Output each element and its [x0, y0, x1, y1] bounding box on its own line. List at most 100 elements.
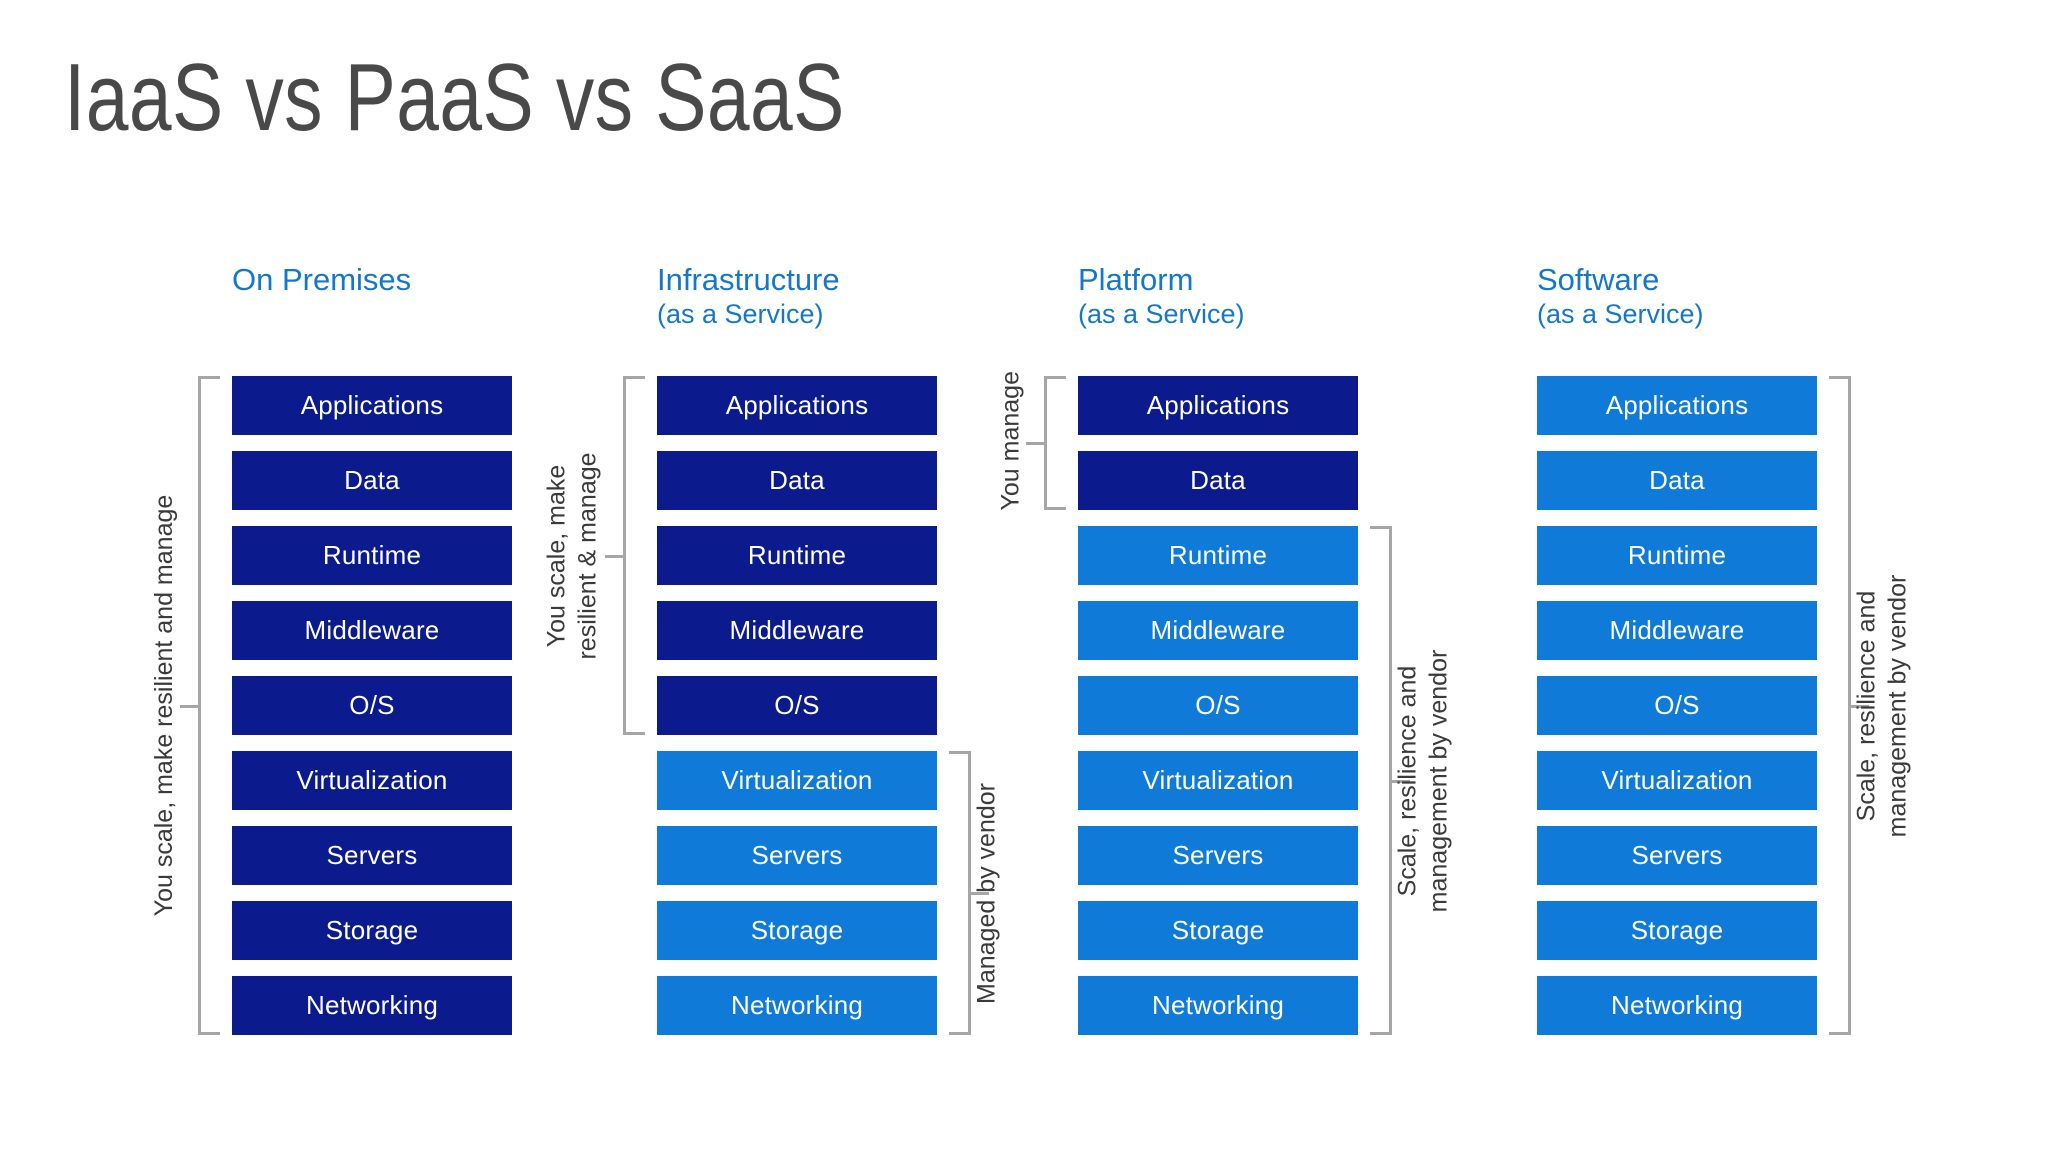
layer-box-on-premises-runtime[interactable]: Runtime [232, 526, 512, 585]
bracket-platform-as-a-service-right [1370, 526, 1410, 1035]
layer-box-software-as-a-service-middleware[interactable]: Middleware [1537, 601, 1817, 660]
column-platform: Platform (as a Service) [1078, 262, 1358, 330]
column-software: Software (as a Service) [1537, 262, 1817, 330]
layer-box-infrastructure-as-a-service-servers[interactable]: Servers [657, 826, 937, 885]
layer-box-on-premises-middleware[interactable]: Middleware [232, 601, 512, 660]
bracket-cap-bottom [1370, 1032, 1392, 1035]
layer-box-software-as-a-service-storage[interactable]: Storage [1537, 901, 1817, 960]
layer-box-platform-as-a-service-applications[interactable]: Applications [1078, 376, 1358, 435]
layer-box-infrastructure-as-a-service-data[interactable]: Data [657, 451, 937, 510]
column-subtitle: (as a Service) [1078, 298, 1245, 329]
bracket-label-line: resilient & manage [573, 451, 602, 660]
bracket-label-line: You manage [996, 370, 1024, 510]
layer-box-on-premises-virtualization[interactable]: Virtualization [232, 751, 512, 810]
bracket-cap-bottom [949, 1032, 971, 1035]
column-header-software: Software (as a Service) [1537, 262, 1817, 330]
bracket-label-line: Managed by vendor [972, 782, 1000, 1004]
bracket-spine [198, 376, 201, 1035]
column-title: On Premises [232, 262, 412, 297]
bracket-tick [180, 704, 198, 708]
layer-box-platform-as-a-service-servers[interactable]: Servers [1078, 826, 1358, 885]
column-title: Software [1537, 262, 1660, 297]
layer-box-infrastructure-as-a-service-virtualization[interactable]: Virtualization [657, 751, 937, 810]
bracket-infrastructure-as-a-service-right [949, 751, 989, 1035]
bracket-spine [1848, 376, 1851, 1035]
bracket-label-line: Scale, resilience and [1393, 665, 1421, 896]
layer-box-software-as-a-service-data[interactable]: Data [1537, 451, 1817, 510]
layer-box-platform-as-a-service-middleware[interactable]: Middleware [1078, 601, 1358, 660]
bracket-tick [1392, 779, 1410, 783]
layer-box-infrastructure-as-a-service-applications[interactable]: Applications [657, 376, 937, 435]
bracket-tick [1851, 704, 1869, 708]
column-subtitle: (as a Service) [657, 298, 824, 329]
bracket-tick [605, 554, 623, 558]
bracket-label-line: management by vendor [1883, 574, 1912, 837]
column-infrastructure: Infrastructure (as a Service) [657, 262, 937, 330]
bracket-platform-as-a-service-left [1026, 376, 1066, 510]
layer-box-infrastructure-as-a-service-o-s[interactable]: O/S [657, 676, 937, 735]
bracket-cap-top [1044, 376, 1066, 379]
bracket-label-line: You scale, make resilient and manage [150, 494, 178, 917]
layer-box-infrastructure-as-a-service-middleware[interactable]: Middleware [657, 601, 937, 660]
layer-box-software-as-a-service-servers[interactable]: Servers [1537, 826, 1817, 885]
layer-box-infrastructure-as-a-service-networking[interactable]: Networking [657, 976, 937, 1035]
bracket-cap-top [623, 376, 645, 379]
layer-box-platform-as-a-service-runtime[interactable]: Runtime [1078, 526, 1358, 585]
bracket-cap-top [198, 376, 220, 379]
layer-box-platform-as-a-service-o-s[interactable]: O/S [1078, 676, 1358, 735]
bracket-label-platform-as-a-service-left: You manage [995, 370, 1028, 510]
bracket-cap-bottom [198, 1032, 220, 1035]
page-title: IaaS vs PaaS vs SaaS [64, 44, 845, 151]
layer-box-software-as-a-service-o-s[interactable]: O/S [1537, 676, 1817, 735]
layer-box-software-as-a-service-virtualization[interactable]: Virtualization [1537, 751, 1817, 810]
bracket-cap-bottom [1829, 1032, 1851, 1035]
bracket-label-line: You scale, make [542, 464, 570, 647]
layer-box-software-as-a-service-networking[interactable]: Networking [1537, 976, 1817, 1035]
bracket-spine [968, 751, 971, 1035]
bracket-software-as-a-service-right [1829, 376, 1869, 1035]
layer-box-on-premises-networking[interactable]: Networking [232, 976, 512, 1035]
bracket-label-infrastructure-as-a-service-right: Managed by vendor [971, 751, 1004, 1035]
column-header-platform: Platform (as a Service) [1078, 262, 1358, 330]
bracket-cap-top [949, 751, 971, 754]
layer-box-on-premises-data[interactable]: Data [232, 451, 512, 510]
layer-box-on-premises-storage[interactable]: Storage [232, 901, 512, 960]
layer-box-infrastructure-as-a-service-runtime[interactable]: Runtime [657, 526, 937, 585]
column-title: Infrastructure [657, 262, 840, 297]
layer-box-on-premises-o-s[interactable]: O/S [232, 676, 512, 735]
column-header-on-premises: On Premises [232, 262, 512, 299]
bracket-cap-top [1829, 376, 1851, 379]
layer-box-platform-as-a-service-storage[interactable]: Storage [1078, 901, 1358, 960]
bracket-infrastructure-as-a-service-left [605, 376, 645, 735]
bracket-tick [971, 892, 989, 895]
column-on-premises: On Premises [232, 262, 512, 299]
layer-box-platform-as-a-service-data[interactable]: Data [1078, 451, 1358, 510]
bracket-on-premises-left [180, 376, 220, 1035]
bracket-label-line: Scale, resilience and [1852, 590, 1880, 821]
layer-box-infrastructure-as-a-service-storage[interactable]: Storage [657, 901, 937, 960]
layer-box-on-premises-servers[interactable]: Servers [232, 826, 512, 885]
bracket-label-line: management by vendor [1424, 649, 1453, 912]
column-subtitle: (as a Service) [1537, 298, 1704, 329]
layer-box-on-premises-applications[interactable]: Applications [232, 376, 512, 435]
column-title: Platform [1078, 262, 1194, 297]
bracket-cap-bottom [623, 732, 645, 735]
bracket-tick [1026, 442, 1044, 445]
bracket-label-on-premises-left: You scale, make resilient and manage [149, 376, 182, 1035]
bracket-spine [623, 376, 626, 735]
layer-box-platform-as-a-service-virtualization[interactable]: Virtualization [1078, 751, 1358, 810]
layer-box-software-as-a-service-runtime[interactable]: Runtime [1537, 526, 1817, 585]
bracket-spine [1389, 526, 1392, 1035]
column-header-infrastructure: Infrastructure (as a Service) [657, 262, 937, 330]
layer-box-software-as-a-service-applications[interactable]: Applications [1537, 376, 1817, 435]
layer-box-platform-as-a-service-networking[interactable]: Networking [1078, 976, 1358, 1035]
bracket-spine [1044, 376, 1047, 510]
